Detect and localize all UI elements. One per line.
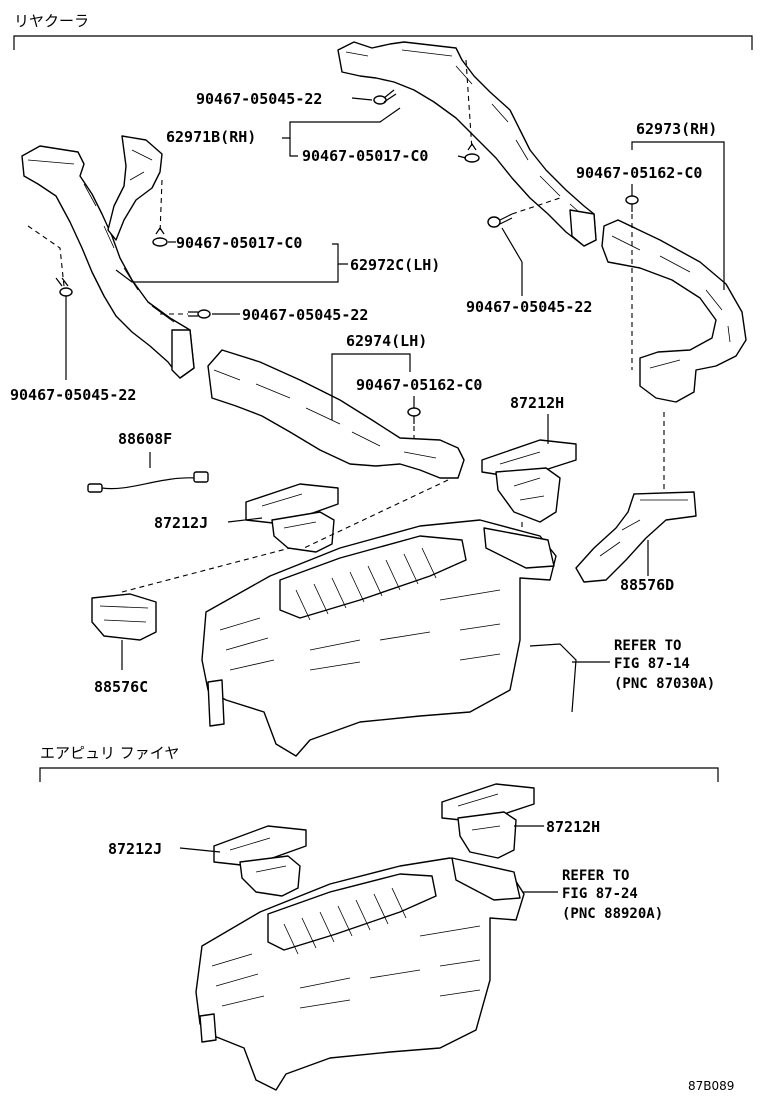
duct-62974	[207, 349, 465, 479]
section-title-rear-cooler: リヤクーラ	[14, 12, 89, 30]
label-90467-05045-22-right: 90467-05045-22	[466, 298, 592, 316]
label-90467-05045-22-mid: 90467-05045-22	[242, 306, 368, 324]
ref-2-line1: REFER TO	[562, 868, 629, 884]
bolt-icon	[373, 89, 397, 105]
bolt-icon	[487, 213, 513, 228]
label-88576d: 88576D	[620, 576, 674, 594]
label-62973-rh: 62973(RH)	[636, 120, 717, 138]
figure-code: 87B089	[688, 1079, 734, 1093]
clip-icon	[152, 226, 168, 247]
label-90467-05017-c0-left: 90467-05017-C0	[176, 234, 302, 252]
sensor-wire-88608f	[87, 471, 209, 493]
label-90467-05045-22-left: 90467-05045-22	[10, 386, 136, 404]
vent-87212j-upper	[245, 483, 339, 553]
label-87212j-lower: 87212J	[108, 840, 162, 858]
clip-icon	[625, 195, 639, 212]
air-purifier-unit	[195, 857, 525, 1091]
ref-2-line3: (PNC 88920A)	[562, 906, 663, 922]
duct-62973	[601, 219, 747, 403]
label-87212j-upper: 87212J	[154, 514, 208, 532]
section-bracket-rear-cooler	[13, 35, 753, 50]
ref-1-line2: FIG 87-14	[614, 656, 690, 672]
label-87212h-upper: 87212H	[510, 394, 564, 412]
label-62974-lh: 62974(LH)	[346, 332, 427, 350]
bolt-icon	[55, 277, 73, 297]
label-90467-05162-c0-center: 90467-05162-C0	[356, 376, 482, 394]
vent-88576c	[91, 593, 157, 641]
label-87212h-lower: 87212H	[546, 818, 600, 836]
duct-62972c	[21, 135, 195, 379]
ref-1-line1: REFER TO	[614, 638, 681, 654]
label-90467-05045-22-top: 90467-05045-22	[196, 90, 322, 108]
label-90467-05162-c0-right: 90467-05162-C0	[576, 164, 702, 182]
vent-87212h-lower	[441, 783, 535, 859]
duct-62971b	[337, 41, 597, 247]
vent-87212h-upper	[481, 439, 577, 523]
rear-cooler-unit	[201, 519, 577, 757]
label-62971b-rh: 62971B(RH)	[166, 128, 256, 146]
vent-87212j-lower	[213, 825, 307, 897]
label-90467-05017-c0-top: 90467-05017-C0	[302, 147, 428, 165]
label-62972c-lh: 62972C(LH)	[350, 256, 440, 274]
label-88608f: 88608F	[118, 430, 172, 448]
clip-icon	[464, 142, 480, 163]
ref-2-line2: FIG 87-24	[562, 886, 638, 902]
clip-icon	[407, 407, 421, 424]
duct-88576d	[575, 491, 697, 583]
bolt-icon	[188, 309, 211, 319]
section-bracket-air-purifier	[39, 767, 719, 782]
section-title-air-purifier: エアピュリ ファイヤ	[40, 744, 179, 762]
ref-1-line3: (PNC 87030A)	[614, 676, 715, 692]
label-88576c: 88576C	[94, 678, 148, 696]
